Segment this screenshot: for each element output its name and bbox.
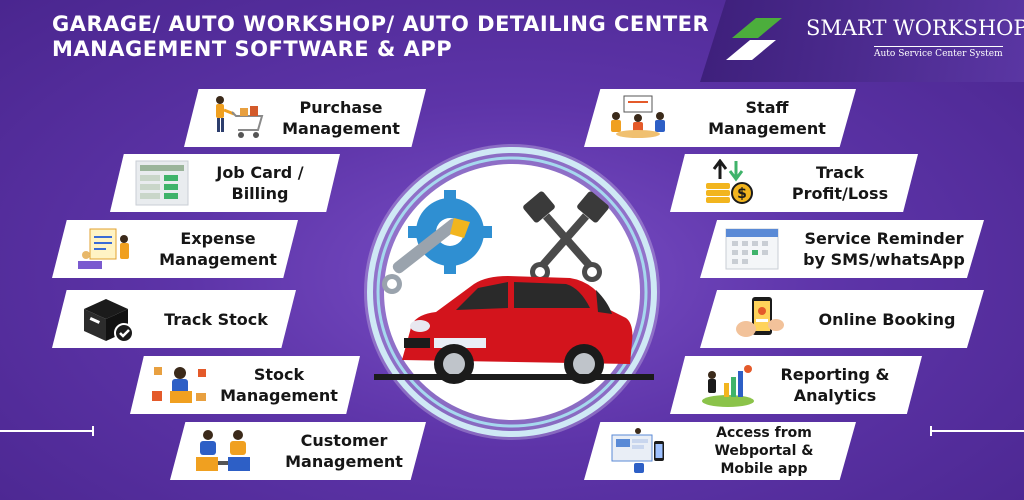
- feature-card-purchase: Purchase Management: [184, 89, 426, 147]
- decor-tick-right: [930, 426, 932, 436]
- calendar-icon: [725, 228, 779, 270]
- feature-card-customer: Customer Management: [170, 422, 426, 480]
- feature-card-stockmgmt: Stock Management: [130, 356, 360, 414]
- feature-label-booking: Online Booking: [818, 309, 956, 329]
- feature-card-expense: Expense Management: [52, 220, 298, 278]
- feature-card-reminder: Service Reminder by SMS/whatsApp: [700, 220, 984, 278]
- feature-card-access: Access from Webportal & Mobile app: [584, 422, 856, 480]
- phone-booking-icon: [736, 297, 784, 337]
- red-car-icon: [402, 276, 633, 384]
- decor-line-right: [930, 430, 1024, 432]
- feature-label-profitloss: Track Profit/Loss: [791, 163, 889, 203]
- brand-name: SMART WORKSHOP: [806, 16, 1024, 40]
- customers-icon: [196, 430, 250, 471]
- decor-line-left: [0, 430, 94, 432]
- feature-label-reporting: Reporting & Analytics: [780, 365, 890, 405]
- feature-label-staff: Staff Management: [708, 98, 826, 138]
- ground-line: [374, 374, 654, 380]
- brand-logo: SMART WORKSHOP Auto Service Center Syste…: [700, 0, 1024, 82]
- brand-tagline: Auto Service Center System: [874, 46, 1003, 59]
- feature-card-reporting: Reporting & Analytics: [670, 356, 922, 414]
- feature-label-expense: Expense Management: [159, 229, 277, 269]
- feature-label-jobcard: Job Card / Billing: [216, 163, 304, 203]
- feature-card-jobcard: Job Card / Billing: [110, 154, 340, 212]
- box-check-icon: [84, 299, 134, 343]
- feature-card-staff: Staff Management: [584, 89, 856, 147]
- feature-label-customer: Customer Management: [285, 431, 403, 471]
- smart-workshop-logo-icon: [726, 18, 782, 60]
- gear-wrench-icon: [382, 190, 492, 294]
- feature-label-reminder: Service Reminder by SMS/whatsApp: [803, 229, 965, 269]
- feature-card-trackstock: Track Stock: [52, 290, 296, 348]
- feature-label-trackstock: Track Stock: [164, 309, 268, 329]
- page-title: GARAGE/ AUTO WORKSHOP/ AUTO DETAILING CE…: [52, 12, 712, 62]
- feature-label-access: Access from Webportal & Mobile app: [714, 425, 814, 477]
- decor-tick-left: [92, 426, 94, 436]
- expense-icon: [78, 228, 129, 269]
- feature-card-profitloss: $ Track Profit/Loss: [670, 154, 918, 212]
- stock-icon: [152, 367, 206, 403]
- web-mobile-icon: [611, 428, 664, 473]
- svg-text:$: $: [737, 186, 747, 202]
- title-line-2: MANAGEMENT SOFTWARE & APP: [52, 37, 453, 61]
- title-line-1: GARAGE/ AUTO WORKSHOP/ AUTO DETAILING CE…: [52, 12, 710, 36]
- invoice-icon: [135, 160, 189, 206]
- center-illustration: [364, 144, 660, 440]
- coins-arrows-icon: $: [706, 159, 753, 204]
- shopping-cart-icon: [216, 96, 264, 138]
- feature-label-purchase: Purchase Management: [282, 98, 400, 138]
- analytics-icon: [702, 365, 754, 407]
- feature-card-booking: Online Booking: [700, 290, 984, 348]
- team-meeting-icon: [611, 95, 665, 138]
- feature-label-stockmgmt: Stock Management: [220, 365, 338, 405]
